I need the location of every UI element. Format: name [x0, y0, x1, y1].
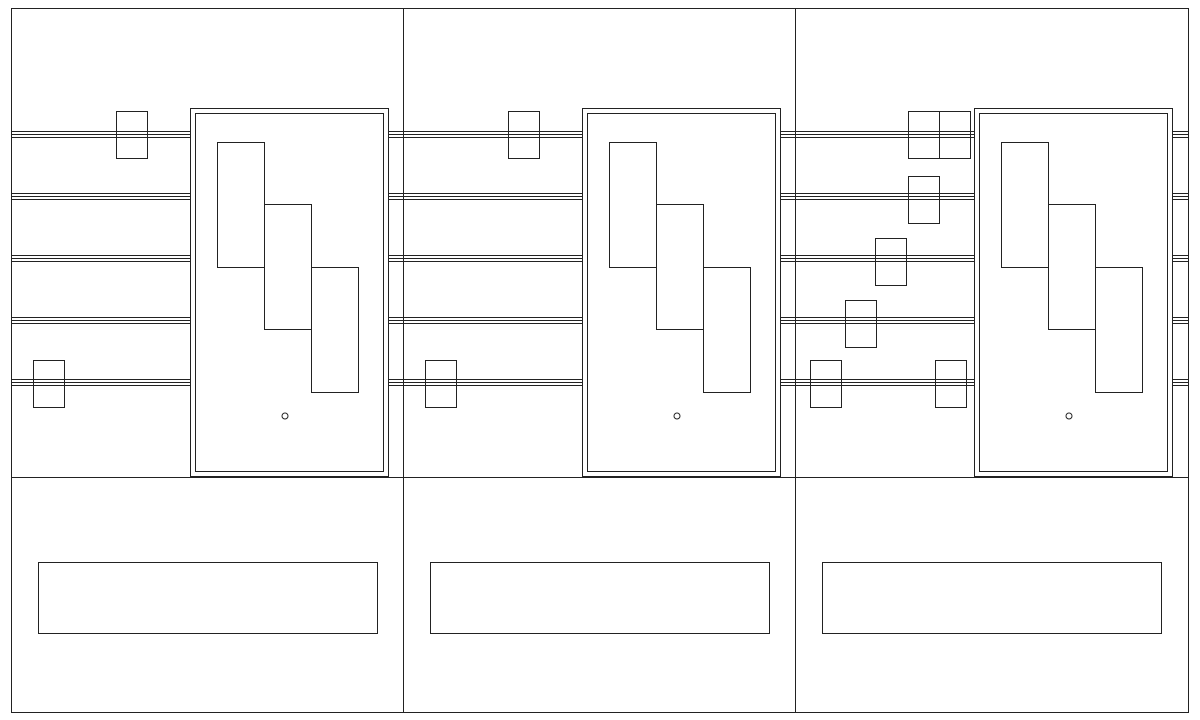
rail-clip	[935, 360, 967, 408]
panel-middle-door-outer	[582, 108, 781, 477]
panel-right-label-box	[822, 562, 1162, 634]
rail-clip	[939, 111, 971, 159]
panel-left-lock-circle	[281, 412, 289, 420]
panel-middle-step-block	[656, 204, 704, 330]
drawing-layer	[11, 8, 1189, 713]
panel-left-step-block	[217, 142, 265, 268]
panel-left-door-inner	[195, 113, 384, 472]
panel-middle-door-inner	[587, 113, 776, 472]
panel-right-lock-circle	[1065, 412, 1073, 420]
rail-clip	[116, 111, 148, 159]
panel-right-step-block	[1048, 204, 1096, 330]
panel-left-label-box	[38, 562, 378, 634]
panel-right-step-block	[1001, 142, 1049, 268]
panel-left-door-outer	[190, 108, 389, 477]
panel-left-step-block	[311, 267, 359, 393]
panel-right-step-block	[1095, 267, 1143, 393]
rail-clip	[908, 176, 940, 224]
panel-left-step-block	[264, 204, 312, 330]
outer-frame	[11, 8, 1189, 713]
rail-clip	[845, 300, 877, 348]
panel-right-door-inner	[979, 113, 1168, 472]
rail-clip	[508, 111, 540, 159]
rail-clip	[810, 360, 842, 408]
panel-middle-label-box	[430, 562, 770, 634]
panel-middle-lock-circle	[673, 412, 681, 420]
rail-clip	[33, 360, 65, 408]
panel-middle-step-block	[703, 267, 751, 393]
panel-right-door-outer	[974, 108, 1173, 477]
rail-clip	[875, 238, 907, 286]
panel-middle-step-block	[609, 142, 657, 268]
rail-clip	[425, 360, 457, 408]
